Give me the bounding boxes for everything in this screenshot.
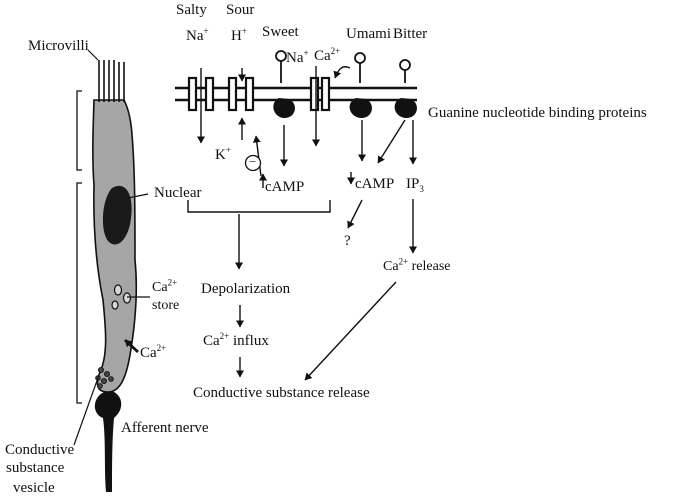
label-conductive-line3: vesicle — [13, 480, 55, 496]
label-g-protein: Guanine nucleotide binding proteins — [428, 105, 647, 121]
label-nuclear: Nuclear — [154, 185, 202, 201]
nucleus — [102, 185, 132, 245]
ion-k: K+ — [215, 145, 231, 163]
signal-arrows — [197, 66, 417, 381]
label-afferent-nerve: Afferent nerve — [121, 420, 209, 436]
question-mark: ? — [344, 233, 351, 249]
ion-na-salty: Na+ — [186, 26, 209, 44]
cell-brackets — [76, 90, 82, 404]
camp-up: cAMP — [265, 179, 305, 195]
inhibit-circle — [244, 154, 262, 172]
umami-g-protein — [349, 98, 372, 119]
inhibit-symbol: − — [249, 154, 257, 169]
conductive-substance-release: Conductive substance release — [193, 385, 370, 401]
ca-influx: Ca2+ influx — [203, 331, 269, 349]
ca-entry-arrow — [124, 338, 139, 354]
umami-receptor — [354, 52, 366, 83]
ion-h-sour: H+ — [231, 26, 247, 44]
membrane-bilayer — [175, 86, 417, 102]
label-store: store — [152, 298, 180, 313]
sour-channel — [227, 76, 255, 112]
sweet-receptor — [275, 50, 287, 83]
label-conductive-line2: substance — [6, 460, 65, 476]
label-salty: Salty — [176, 2, 207, 18]
ca-store-organelles — [111, 284, 132, 310]
depolarization: Depolarization — [201, 281, 291, 297]
camp-bracket — [187, 200, 331, 213]
label-sweet: Sweet — [262, 24, 299, 40]
label-pointers — [73, 49, 150, 446]
label-ca-store: Ca2+ — [152, 277, 178, 295]
ca-release: Ca2+ release — [383, 256, 451, 274]
ion-ca-channel: Ca2+ — [314, 46, 341, 64]
label-umami: Umami — [346, 26, 391, 42]
label-ca-entry: Ca2+ — [140, 343, 167, 361]
label-bitter: Bitter — [393, 26, 428, 42]
microvilli-tufts — [98, 60, 125, 102]
bitter-g-protein — [394, 98, 417, 119]
sweet-g-protein — [273, 98, 295, 119]
conductive-vesicles — [95, 366, 114, 389]
sweet-na-ca-channel — [309, 76, 331, 112]
salty-channel — [187, 76, 215, 112]
label-sour: Sour — [226, 2, 255, 18]
camp-down: cAMP — [355, 176, 395, 192]
ip3: IP3 — [406, 176, 424, 194]
afferent-nerve — [94, 391, 122, 492]
label-conductive-line1: Conductive — [5, 442, 75, 458]
taste-cell — [92, 60, 138, 492]
label-microvilli: Microvilli — [28, 38, 89, 54]
bitter-receptor — [399, 59, 411, 83]
cell-body — [92, 99, 138, 393]
ion-na-channel: Na+ — [286, 48, 309, 66]
